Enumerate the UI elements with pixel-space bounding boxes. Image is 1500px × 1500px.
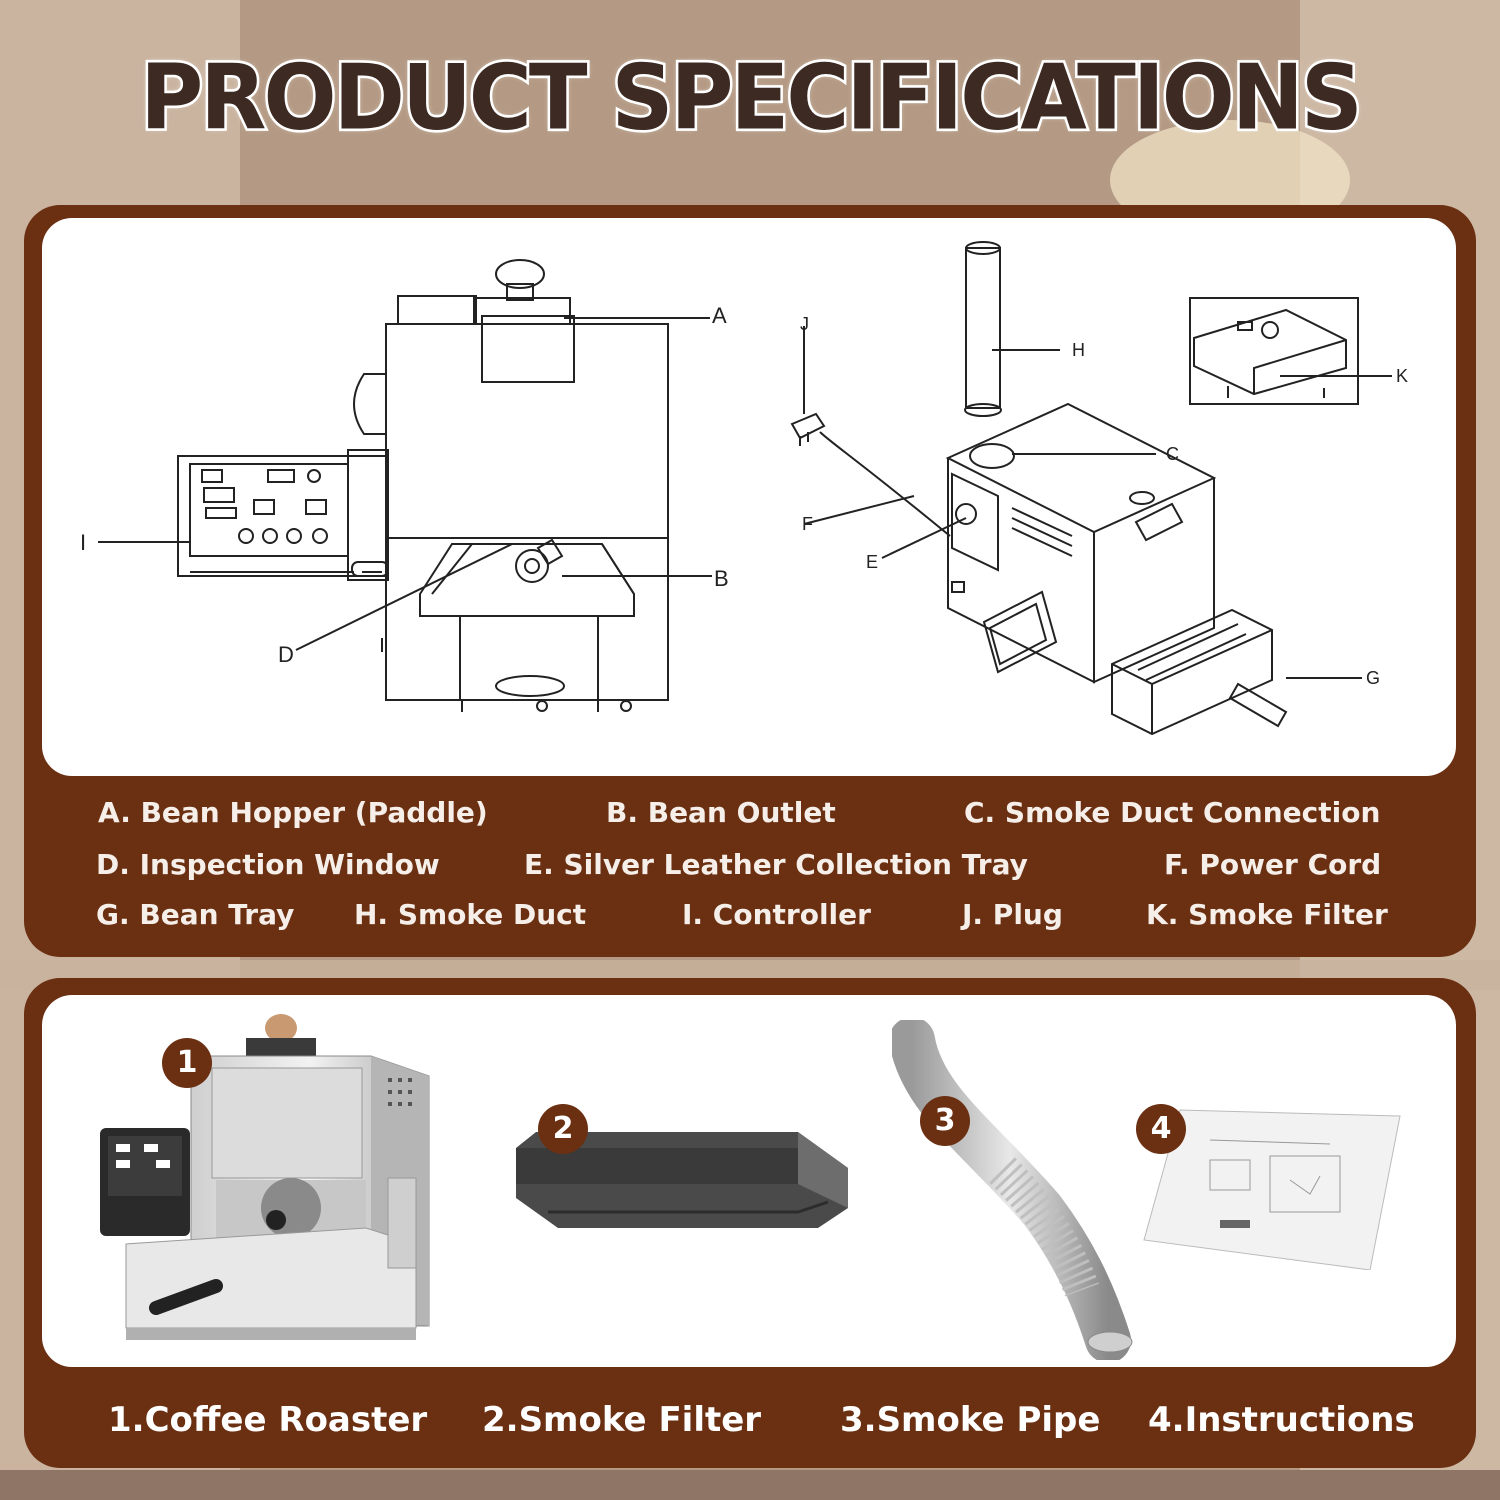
badge-4: 4: [1136, 1104, 1186, 1154]
diagram-card: [42, 218, 1456, 776]
legend-power-cord: F. Power Cord: [1164, 848, 1382, 881]
smoke-pipe-image: [892, 1020, 1133, 1360]
callout-h: H: [1072, 340, 1085, 360]
callout-f: F: [802, 514, 813, 534]
isometric-view-drawing: [790, 241, 1288, 736]
coffee-roaster-image: [100, 1014, 430, 1340]
callout-k: K: [1396, 366, 1409, 386]
callout-c: C: [1166, 444, 1179, 464]
page-title: PRODUCT SPECIFICATIONS: [138, 43, 1366, 153]
callout-b: B: [714, 566, 729, 591]
smoke-filter-inset-drawing: [1189, 297, 1392, 405]
label-instructions: 4.Instructions: [1148, 1400, 1415, 1440]
callout-d: D: [278, 642, 294, 667]
label-coffee-roaster: 1.Coffee Roaster: [108, 1400, 428, 1440]
badge-1: 1: [162, 1038, 212, 1088]
callout-e: E: [866, 552, 879, 572]
badge-3: 3: [920, 1096, 970, 1146]
label-smoke-pipe: 3.Smoke Pipe: [840, 1400, 1101, 1440]
roaster-line-diagram: [98, 241, 1392, 736]
instructions-manual-image: [1143, 1109, 1401, 1270]
legend-smoke-duct-connection: C. Smoke Duct Connection: [964, 796, 1381, 829]
label-smoke-filter: 2.Smoke Filter: [482, 1400, 762, 1440]
callout-i: I: [80, 530, 87, 555]
smoke-filter-image: [516, 1132, 848, 1228]
legend-smoke-duct: H. Smoke Duct: [354, 898, 587, 931]
legend-bean-outlet: B. Bean Outlet: [606, 796, 836, 829]
callout-a: A: [712, 303, 727, 328]
badge-2: 2: [538, 1104, 588, 1154]
legend-bean-tray: G. Bean Tray: [96, 898, 295, 931]
legend-plug: J. Plug: [962, 898, 1063, 931]
legend-inspection-window: D. Inspection Window: [96, 848, 440, 881]
legend-collection-tray: E. Silver Leather Collection Tray: [524, 848, 1028, 881]
legend-smoke-filter: K. Smoke Filter: [1146, 898, 1388, 931]
callout-j: J: [800, 314, 809, 334]
callout-g: G: [1366, 668, 1381, 688]
front-view-drawing: [177, 259, 669, 712]
legend-bean-hopper: A. Bean Hopper (Paddle): [98, 796, 488, 829]
legend-controller: I. Controller: [682, 898, 871, 931]
